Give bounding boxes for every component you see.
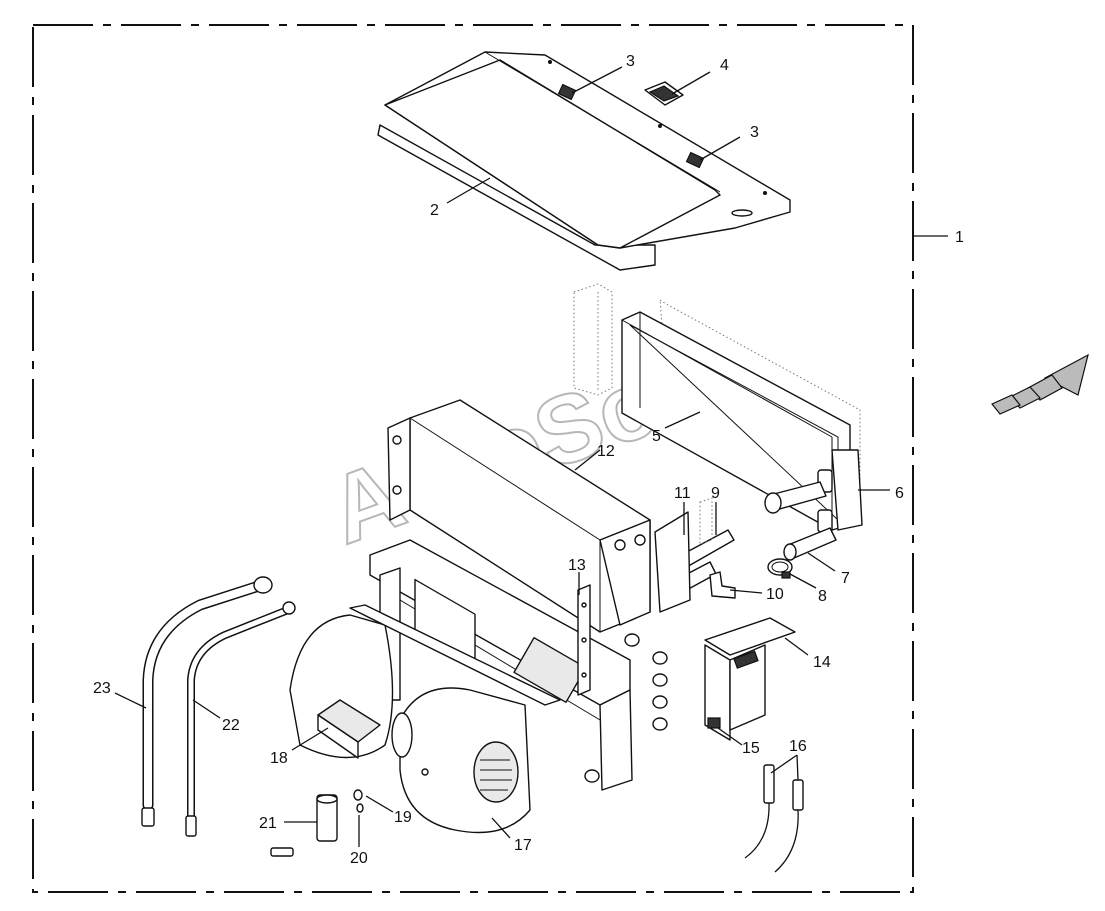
callout-10: 10 xyxy=(766,586,784,603)
callout-11: 11 xyxy=(674,485,691,502)
callout-9: 9 xyxy=(711,485,720,502)
callout-7: 7 xyxy=(841,570,850,587)
callout-22: 22 xyxy=(222,717,240,734)
direction-arrow-icon xyxy=(991,353,1089,415)
callout-17: 17 xyxy=(514,837,532,854)
refrigerant-pipe-part-b xyxy=(185,601,296,837)
blower-motor-part xyxy=(289,604,561,759)
callout-16: 16 xyxy=(789,738,807,755)
latch-part xyxy=(644,81,684,106)
clip-part-b xyxy=(685,151,705,169)
callout-6: 6 xyxy=(895,485,904,502)
callout-21: 21 xyxy=(259,815,277,832)
expansion-valve-part xyxy=(270,794,338,857)
callout-8: 8 xyxy=(818,588,827,605)
leader-lines xyxy=(114,66,948,847)
o-ring-part-a xyxy=(353,789,363,801)
small-clip-part xyxy=(707,717,721,729)
clip-part-a xyxy=(557,83,577,101)
callout-labels: 1 2 3 3 4 5 6 7 8 9 10 11 12 13 14 15 16… xyxy=(93,53,964,867)
callout-13: 13 xyxy=(568,557,586,574)
o-ring-part-b xyxy=(356,803,364,813)
callout-18: 18 xyxy=(270,750,288,767)
sensor-lines-part xyxy=(744,764,804,873)
callout-23: 23 xyxy=(93,680,111,697)
bracket-part xyxy=(704,617,796,741)
hose-clamp-part xyxy=(767,558,793,579)
callout-12: 12 xyxy=(597,443,615,460)
callout-15: 15 xyxy=(742,740,760,757)
callout-14: 14 xyxy=(813,654,831,671)
callout-5: 5 xyxy=(652,428,661,445)
pipe-part xyxy=(783,527,837,561)
refrigerant-pipe-part-a xyxy=(141,576,273,827)
mounting-strip-part xyxy=(577,584,591,696)
callout-3: 3 xyxy=(750,124,759,141)
callout-4: 4 xyxy=(720,57,729,74)
top-cover-part xyxy=(377,51,791,271)
end-tank-part xyxy=(764,449,863,533)
blower-housing-part xyxy=(399,687,531,834)
callout-19: 19 xyxy=(394,809,412,826)
fittings-stack-part xyxy=(584,633,668,783)
assembly-frame xyxy=(32,24,914,893)
lower-frame-part xyxy=(369,539,633,791)
callout-1: 1 xyxy=(955,229,964,246)
hose-pipes-part xyxy=(654,497,736,613)
callout-20: 20 xyxy=(350,850,368,867)
callout-3: 3 xyxy=(626,53,635,70)
main-housing-part xyxy=(387,399,651,633)
callout-2: 2 xyxy=(430,202,439,219)
